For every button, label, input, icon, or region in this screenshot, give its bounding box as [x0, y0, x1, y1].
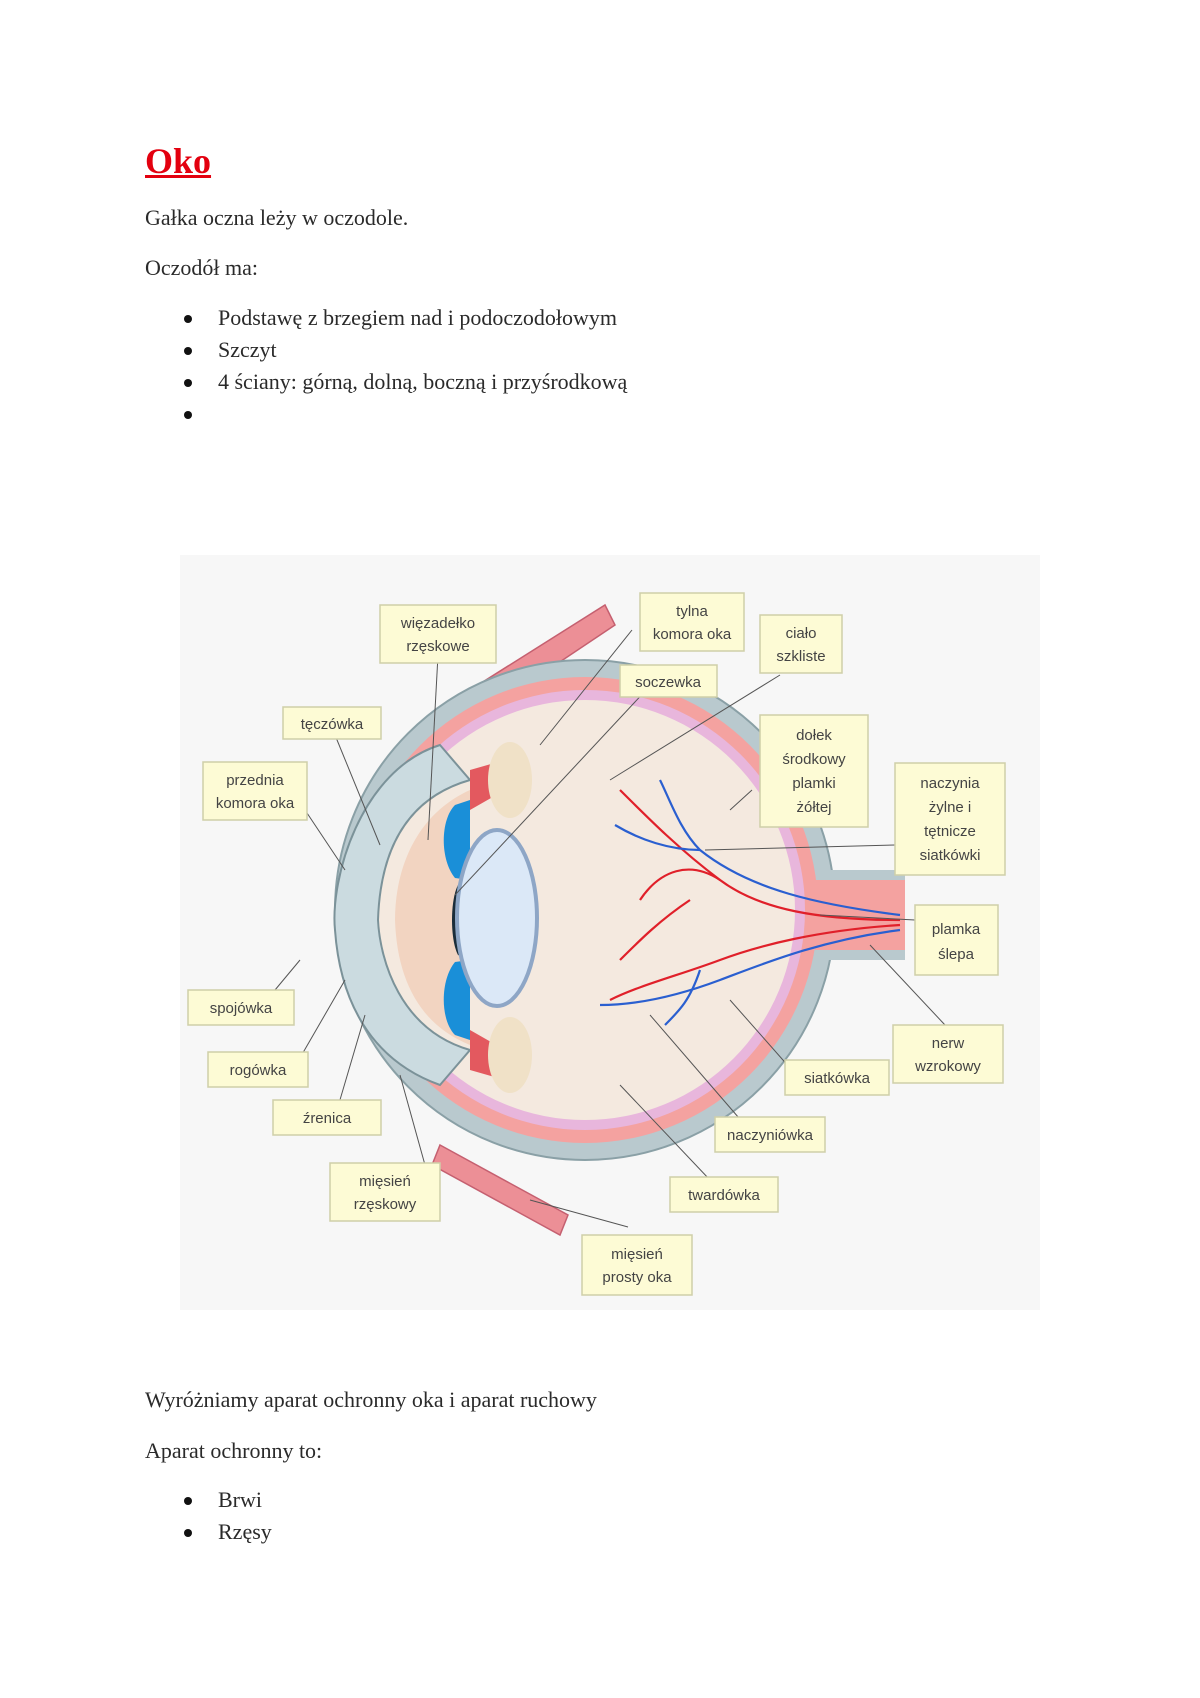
svg-text:siatkówka: siatkówka [804, 1070, 871, 1087]
label-rectus-muscle: mięsień prosty oka [581, 1234, 693, 1296]
bullet-icon [184, 1529, 192, 1537]
list-item [145, 398, 627, 430]
svg-text:komora oka: komora oka [653, 626, 732, 643]
label-retinal-vessels: naczynia żylne i tętnicze siatkówki [894, 762, 1006, 876]
label-ciliary-muscle: mięsień rzęskowy [329, 1162, 441, 1222]
intro-paragraph: Gałka oczna leży w oczodole. [145, 205, 409, 230]
svg-text:mięsień: mięsień [359, 1173, 411, 1190]
svg-text:źrenica: źrenica [303, 1110, 352, 1127]
list-item: Podstawę z brzegiem nad i podoczodołowym [145, 302, 627, 334]
list-item: Rzęsy [145, 1516, 272, 1548]
protective-items-list: Brwi Rzęsy [145, 1484, 272, 1548]
svg-text:rzęskowy: rzęskowy [354, 1196, 417, 1213]
eye-cross-section-illustration: więzadełko rzęskowe tylna komora oka cia… [180, 555, 1040, 1310]
label-choroid: naczyniówka [714, 1116, 826, 1153]
svg-text:rzęskowe: rzęskowe [406, 638, 469, 655]
label-optic-nerve: nerw wzrokowy [892, 1024, 1004, 1084]
svg-text:żylne i: żylne i [929, 799, 972, 816]
label-blind-spot: plamka ślepa [914, 904, 999, 976]
svg-text:ślepa: ślepa [938, 946, 975, 963]
iris-upper [443, 800, 470, 880]
label-iris: tęczówka [282, 706, 382, 740]
vitreous-body [375, 700, 795, 1120]
zonule-lower [488, 1017, 532, 1093]
bullet-icon [184, 315, 192, 323]
list-item: Brwi [145, 1484, 272, 1516]
svg-text:tylna: tylna [676, 603, 708, 620]
bullet-icon [184, 411, 192, 419]
eye-anatomy-diagram: więzadełko rzęskowe tylna komora oka cia… [180, 555, 1040, 1310]
svg-text:twardówka: twardówka [688, 1187, 760, 1204]
retinal-vessels [599, 779, 901, 1026]
svg-text:siatkówki: siatkówki [920, 847, 981, 864]
label-cornea: rogówka [207, 1051, 309, 1088]
svg-text:naczynia: naczynia [920, 775, 980, 792]
svg-text:tętnicze: tętnicze [924, 823, 976, 840]
leader-lines [264, 629, 946, 1228]
svg-text:plamka: plamka [932, 921, 981, 938]
svg-text:naczyniówka: naczyniówka [727, 1127, 814, 1144]
svg-text:żółtej: żółtej [796, 799, 831, 816]
svg-text:dołek: dołek [796, 727, 832, 744]
zonule-upper [488, 742, 532, 818]
svg-text:ciało: ciało [786, 625, 817, 642]
svg-text:szkliste: szkliste [776, 648, 825, 665]
label-anterior-chamber: przednia komora oka [202, 761, 308, 821]
iris-lower [443, 960, 470, 1040]
bullet-icon [184, 1497, 192, 1505]
bullet-icon [184, 379, 192, 387]
svg-text:mięsień: mięsień [611, 1246, 663, 1263]
svg-text:rogówka: rogówka [230, 1062, 287, 1079]
svg-text:komora oka: komora oka [216, 795, 295, 812]
label-lens: soczewka [619, 664, 718, 698]
svg-text:przednia: przednia [226, 772, 284, 789]
protective-heading: Aparat ochronny to: [145, 1438, 323, 1463]
inferior-rectus-muscle [431, 1143, 569, 1237]
diagram-labels: więzadełko rzęskowe tylna komora oka cia… [187, 592, 1006, 1296]
label-vitreous-body: ciało szkliste [759, 614, 843, 674]
svg-text:nerw: nerw [932, 1035, 965, 1052]
label-fovea: dołek środkowy plamki żółtej [759, 714, 869, 828]
label-retina: siatkówka [784, 1059, 890, 1096]
svg-text:tęczówka: tęczówka [301, 716, 364, 733]
apparatus-paragraph: Wyróżniamy aparat ochronny oka i aparat … [145, 1387, 597, 1412]
lens [455, 828, 539, 1008]
label-conjunctiva: spojówka [187, 989, 295, 1026]
svg-text:plamki: plamki [792, 775, 835, 792]
svg-text:soczewka: soczewka [635, 674, 702, 691]
page-title: Oko [145, 141, 212, 181]
label-sclera: twardówka [669, 1176, 779, 1213]
orbit-heading: Oczodół ma: [145, 255, 259, 280]
svg-text:prosty oka: prosty oka [602, 1269, 672, 1286]
orbit-features-list: Podstawę z brzegiem nad i podoczodołowym… [145, 302, 627, 430]
svg-text:wzrokowy: wzrokowy [914, 1058, 981, 1075]
svg-text:środkowy: środkowy [782, 751, 846, 768]
svg-text:więzadełko: więzadełko [400, 615, 475, 632]
label-pupil: źrenica [272, 1099, 382, 1136]
bullet-icon [184, 347, 192, 355]
svg-text:spojówka: spojówka [210, 1000, 273, 1017]
list-item: 4 ściany: górną, dolną, boczną i przyśro… [145, 366, 627, 398]
label-ciliary-ligament: więzadełko rzęskowe [379, 604, 497, 664]
label-posterior-chamber: tylna komora oka [639, 592, 745, 652]
list-item: Szczyt [145, 334, 627, 366]
